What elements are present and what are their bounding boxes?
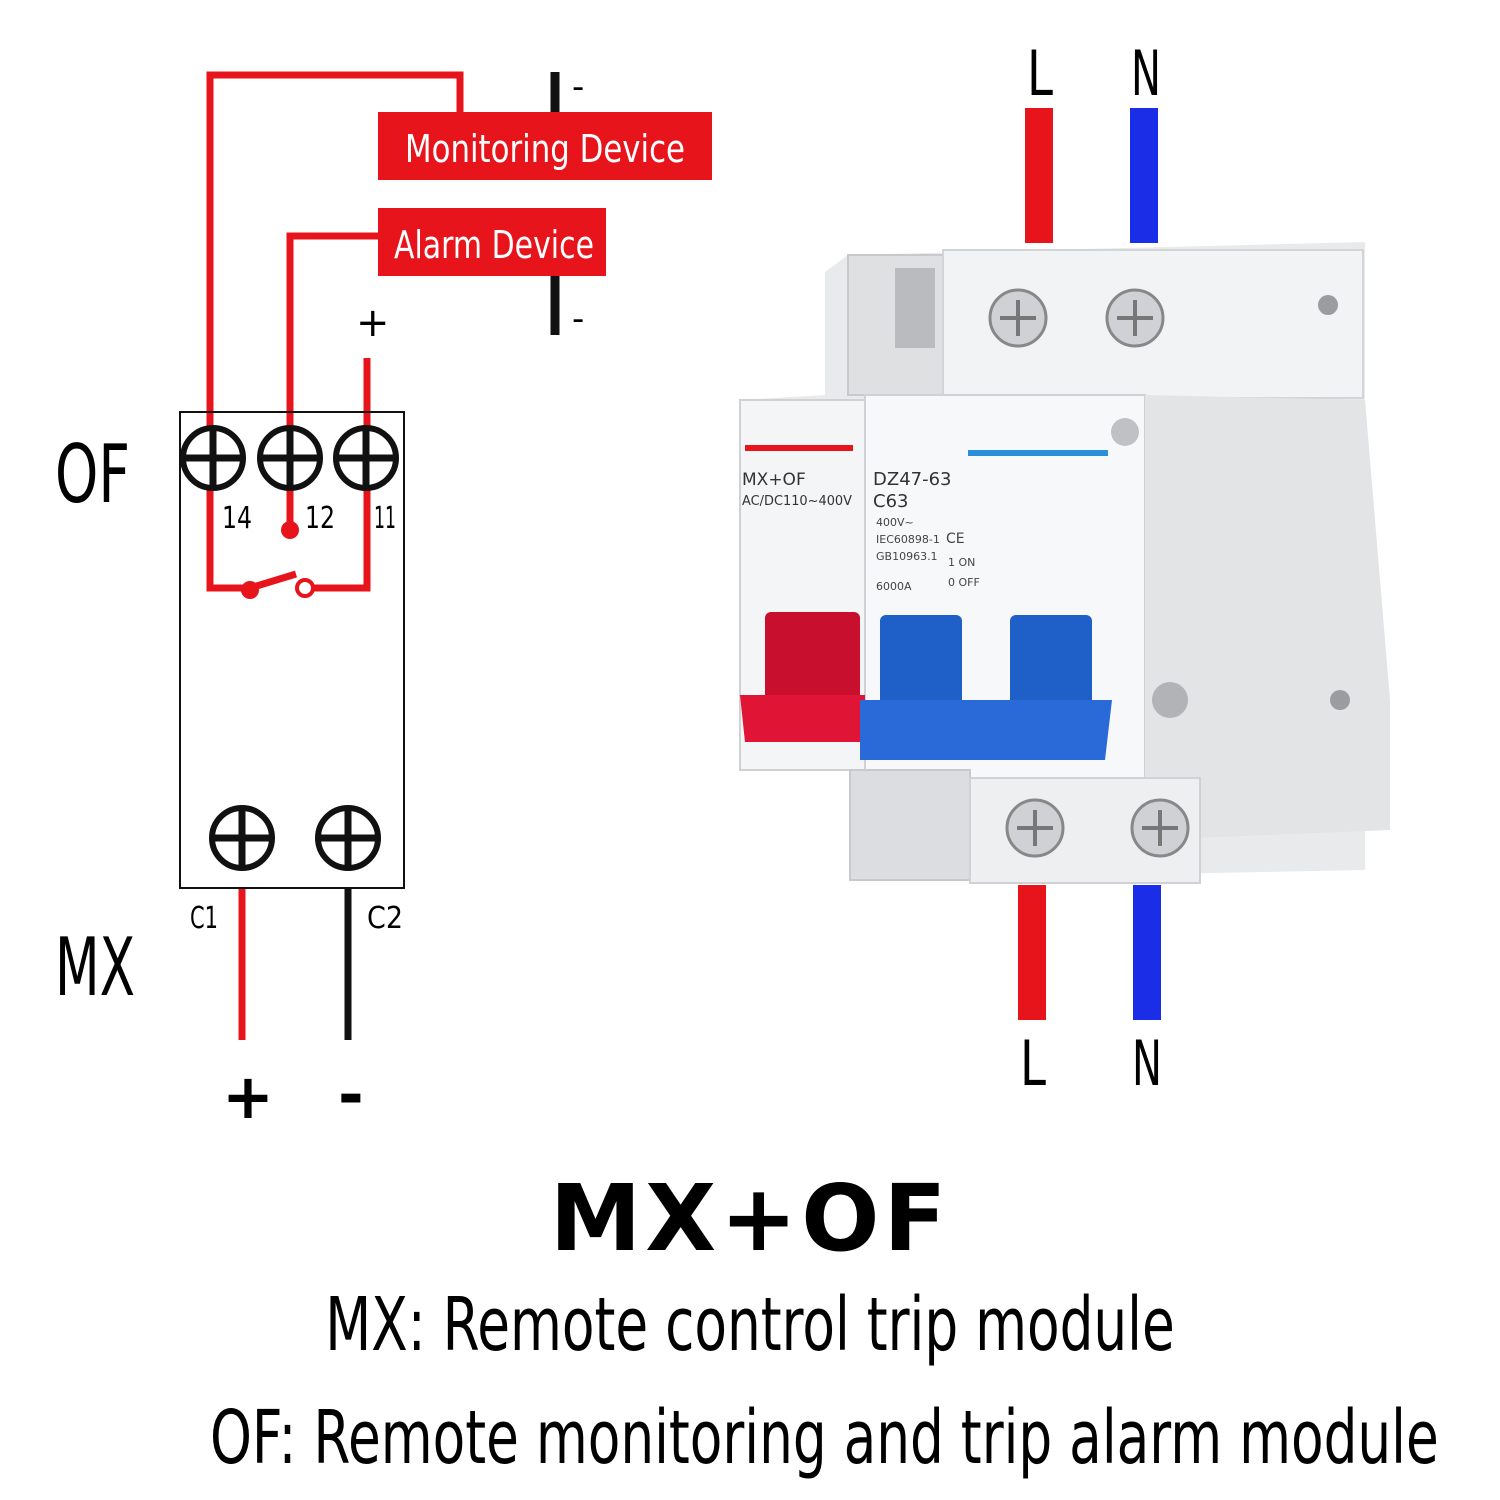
terminal-12-screw xyxy=(257,425,323,491)
terminal-11-label: 11 xyxy=(374,501,396,536)
monitoring-device-label: Monitoring Device xyxy=(405,127,685,171)
mx-group-label: MX xyxy=(55,921,135,1014)
alarm-device-box xyxy=(378,208,606,276)
terminal-c1-label: C1 xyxy=(190,901,218,936)
aux-module-label: MX+OF xyxy=(742,470,806,490)
ce-mark: CE xyxy=(946,531,965,547)
wire-11-switch xyxy=(305,478,371,592)
terminal-14-screw xyxy=(180,425,246,491)
module-outline xyxy=(179,411,405,889)
terminal-12-dot xyxy=(281,521,299,539)
breaker-standard-1: IEC60898-1 xyxy=(876,533,940,546)
switch-pivot xyxy=(241,581,259,599)
alarm-device-label: Alarm Device xyxy=(394,223,594,267)
line-bottom-label: L xyxy=(1020,1027,1046,1100)
alarm-minus-label: - xyxy=(572,299,584,339)
breaker-standard-2: GB10963.1 xyxy=(876,550,938,563)
caption-title: MX+OF xyxy=(549,1165,951,1272)
neutral-wire-top xyxy=(1130,108,1158,243)
plus-top-label: + xyxy=(356,300,390,346)
wire-12-alarm xyxy=(286,232,380,450)
breaker-body xyxy=(739,242,1390,884)
switch-open-contact xyxy=(295,578,315,598)
of-group-label: OF xyxy=(55,428,130,521)
terminal-c2-label: C2 xyxy=(367,901,403,936)
pole-1-handle[interactable] xyxy=(880,615,962,710)
aux-module-handle[interactable] xyxy=(740,612,865,742)
terminal-c1-screw xyxy=(209,805,275,871)
wire-14-monitoring xyxy=(206,71,464,450)
monitoring-minus-label: - xyxy=(572,67,584,107)
line-wire-bottom xyxy=(1018,885,1046,1020)
neutral-top-label: N xyxy=(1131,37,1161,110)
caption-mx-description: MX: Remote control trip module xyxy=(325,1282,1175,1368)
aux-module-rating: AC/DC110~400V xyxy=(742,494,852,509)
breaker-capacity: 6000A xyxy=(876,580,912,593)
wire-14-switch xyxy=(206,478,248,592)
neutral-bottom-label: N xyxy=(1132,1027,1162,1100)
breaker-model: DZ47-63 xyxy=(873,469,952,490)
line-top-label: L xyxy=(1027,37,1053,110)
terminal-c2-screw xyxy=(315,805,381,871)
off-label: 0 OFF xyxy=(948,576,980,589)
plus-bottom-label: + xyxy=(222,1060,274,1133)
monitoring-device-box xyxy=(378,112,712,180)
pole-2-handle[interactable] xyxy=(1010,615,1092,710)
handle-tie-bar[interactable] xyxy=(860,700,1112,760)
on-label: 1 ON xyxy=(948,556,975,569)
caption-of-description: OF: Remote monitoring and trip alarm mod… xyxy=(210,1395,1439,1481)
line-wire-top xyxy=(1025,108,1053,243)
red-wires xyxy=(206,71,464,1040)
neutral-wire-bottom xyxy=(1133,885,1161,1020)
terminal-14-label: 14 xyxy=(222,501,252,536)
minus-bottom-label: - xyxy=(338,1058,364,1131)
breaker-voltage: 400V~ xyxy=(876,516,914,529)
breaker-current-rating: C63 xyxy=(873,491,908,512)
terminal-11-screw xyxy=(333,425,399,491)
terminal-12-label: 12 xyxy=(305,501,335,536)
